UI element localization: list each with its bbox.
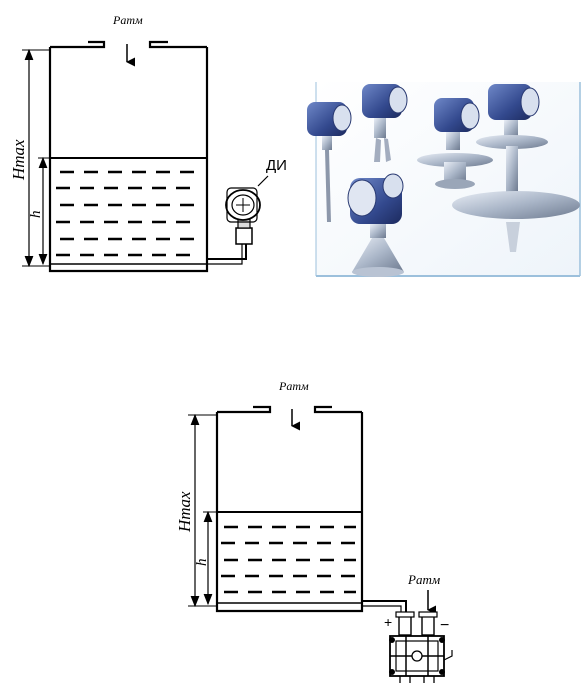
fork-probe-icon: [362, 84, 408, 162]
tank-lid-left: [50, 40, 106, 49]
rod-probe-icon: [307, 102, 352, 223]
pressure-label: Pатм: [278, 379, 309, 393]
liquid-dashes: [56, 170, 200, 257]
h-label: h: [28, 211, 44, 219]
flange-probe-icon: [417, 98, 493, 189]
plus-label: +: [384, 614, 392, 630]
hmax-label: Hmax: [9, 139, 28, 181]
sensor-photo: [307, 82, 581, 277]
pressure-label-side: Pатм: [407, 572, 440, 587]
tank-lid-right: [148, 40, 207, 49]
tank-diagram-bottom: Pатм Hmax h Pатм + −: [175, 379, 453, 683]
tank-lid-right: [313, 405, 362, 414]
minus-label: −: [440, 617, 449, 634]
hmax-label: Hmax: [175, 491, 194, 533]
impulse-pipe: [207, 244, 247, 260]
pressure-label: Pатм: [112, 13, 143, 27]
differential-pressure-transmitter: [389, 611, 453, 683]
pressure-transmitter: [225, 175, 269, 245]
tank-lid-left: [217, 405, 272, 414]
tank-diagram-top: Pатм Hmax h: [9, 13, 287, 273]
dish-antenna-probe-icon: [452, 84, 580, 252]
h-label: h: [194, 559, 210, 567]
horn-antenna-probe-icon: [347, 173, 404, 277]
sensor-label: ДИ: [266, 157, 287, 174]
liquid-dashes: [221, 525, 356, 594]
